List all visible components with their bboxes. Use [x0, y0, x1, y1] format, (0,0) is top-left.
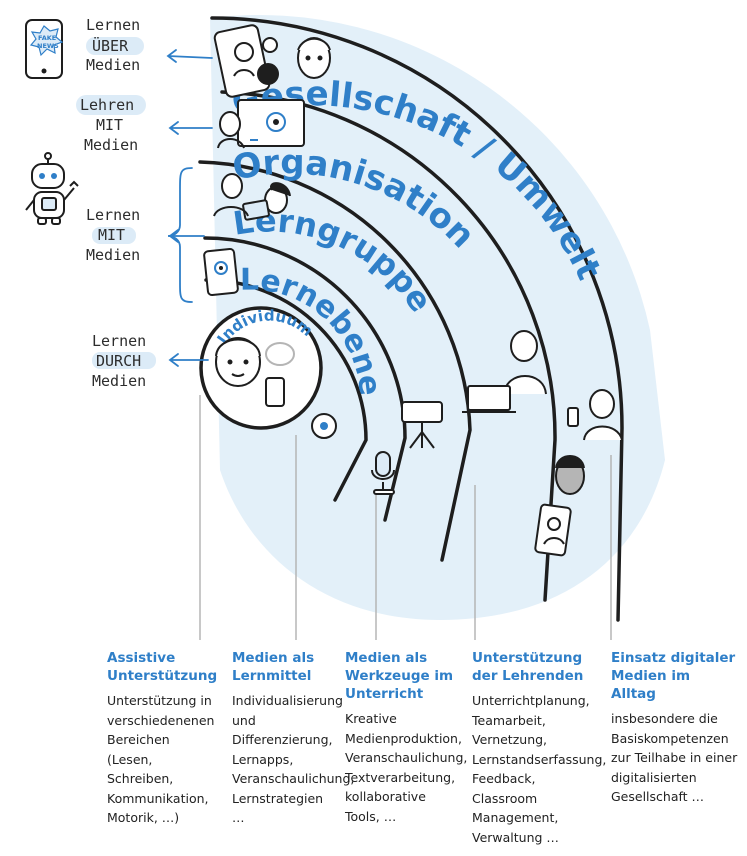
person-laptop-icon — [462, 330, 547, 413]
person-phone-icon — [567, 389, 623, 441]
svg-text:MIT: MIT — [98, 226, 125, 244]
background-fill — [210, 14, 665, 620]
column-body: Unterrichtplanung, Teamarbeit, Vernetzun… — [472, 693, 607, 845]
arrow-lernen-mit — [168, 229, 205, 243]
column-body: Unterstützung in verschiedenenen Bereich… — [107, 693, 215, 825]
leader-lines — [199, 395, 612, 640]
column-title: Assistive Unterstützung — [107, 650, 218, 684]
arc-gesellschaft — [210, 16, 624, 622]
accessibility-icon — [311, 413, 337, 439]
person-face-icon — [297, 37, 331, 79]
arrows — [166, 49, 213, 367]
arrow-ueber — [166, 49, 213, 63]
svg-text:Lernen: Lernen — [86, 16, 140, 34]
column-werkzeuge: Medien als Werkzeuge im Unterricht Kreat… — [345, 649, 468, 826]
microphone-icon — [371, 451, 395, 495]
teacher-person-icon — [217, 111, 245, 149]
fake-news-phone-icon: FAKE NEWS — [25, 19, 64, 79]
column-title: Medien als Lernmittel — [232, 650, 315, 684]
label-lernen-ueber: Lernen ÜBER Medien — [86, 16, 144, 74]
svg-text:Medien: Medien — [86, 246, 140, 264]
phone-tripod-icon — [401, 401, 443, 449]
svg-text:Lernen: Lernen — [92, 332, 146, 350]
brace-lernen-mit — [167, 167, 193, 303]
column-lernmittel: Medien als Lernmittel Individualisierung… — [232, 649, 355, 828]
svg-text:Medien: Medien — [92, 372, 146, 390]
label-lehren-mit: Lehren MIT Medien — [76, 95, 146, 154]
individuum-circle — [199, 306, 323, 430]
label-lernen-durch: Lernen DURCH Medien — [92, 332, 156, 390]
tablet-flower-icon — [203, 247, 239, 297]
arrow-lehren — [168, 121, 213, 135]
child-with-phone-icon — [215, 337, 295, 407]
svg-text:Medien: Medien — [86, 56, 140, 74]
column-title: Medien als Werkzeuge im Unterricht — [345, 650, 454, 702]
column-body: Individualisierung und Differenzierung, … — [232, 693, 355, 825]
column-body: Kreative Medienproduktion, Veranschaulic… — [345, 711, 468, 824]
svg-text:MIT: MIT — [96, 116, 123, 134]
column-lehrende: Unterstützung der Lehrenden Unterrichtpl… — [472, 649, 607, 847]
arc-lerngruppe — [198, 160, 472, 562]
selfie-phone-icon — [213, 24, 271, 98]
column-title: Unterstützung der Lehrenden — [472, 650, 584, 684]
svg-text:Lernen: Lernen — [86, 206, 140, 224]
man-face-icon — [555, 455, 585, 495]
video-call-phone-icon — [534, 503, 572, 557]
svg-text:NEWS: NEWS — [37, 42, 59, 50]
column-body: insbesondere die Basiskompetenzen zur Te… — [611, 711, 738, 804]
label-lernen-mit: Lernen MIT Medien — [86, 206, 140, 264]
speech-bubble-icon — [257, 37, 279, 85]
svg-text:Medien: Medien — [84, 136, 138, 154]
svg-text:DURCH: DURCH — [96, 352, 141, 370]
column-title: Einsatz digitaler Medien im Alltag — [611, 650, 736, 702]
robot-icon — [25, 152, 79, 225]
group-tablet-icon — [213, 173, 291, 221]
arrow-durch — [168, 353, 209, 367]
presentation-screen-icon — [237, 99, 305, 147]
column-alltag: Einsatz digitaler Medien im Alltag insbe… — [611, 649, 739, 807]
arc-inner — [204, 278, 368, 502]
svg-text:Lehren: Lehren — [80, 96, 134, 114]
svg-text:FAKE: FAKE — [38, 34, 56, 42]
svg-text:ÜBER: ÜBER — [92, 36, 129, 55]
column-assistive: Assistive Unterstützung Unterstützung in… — [107, 649, 219, 828]
